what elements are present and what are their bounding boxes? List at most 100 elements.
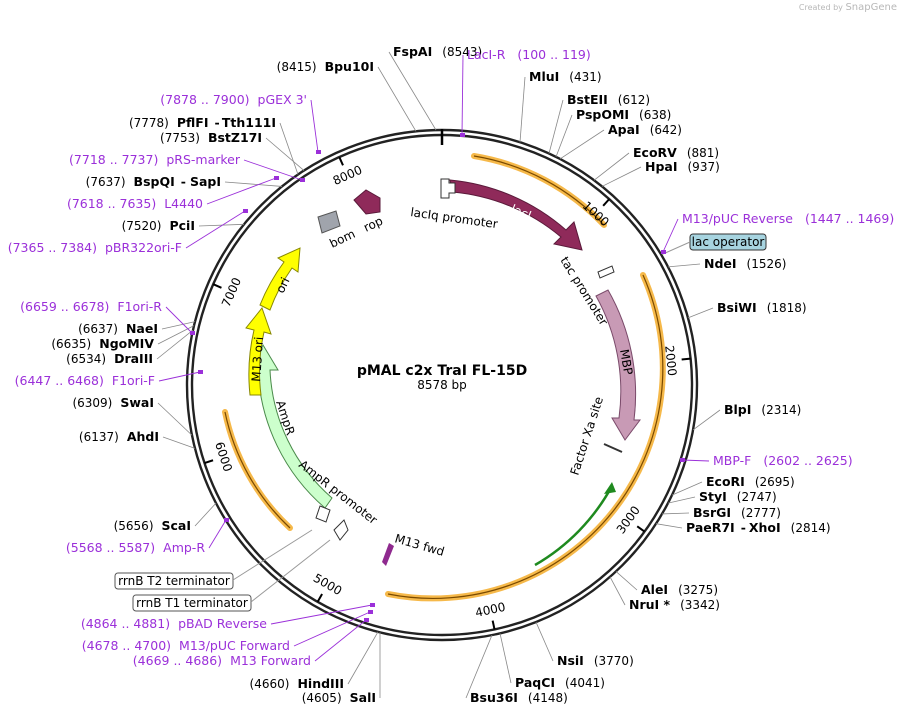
enzyme-site-label[interactable]: MluI(431)	[529, 69, 602, 84]
enzyme-site-label[interactable]: (6137)AhdI	[79, 429, 159, 444]
ampr-promoter-arrow[interactable]	[315, 505, 331, 523]
primer-leader-line	[158, 371, 201, 382]
enzyme-leader-line	[279, 122, 299, 175]
primer-name: L4440	[164, 196, 203, 211]
enzyme-site-label[interactable]: (8415)Bpu10I	[277, 59, 374, 74]
enzyme-site-label[interactable]: PspOMI(638)	[576, 107, 671, 122]
enzyme-name: BsiWI	[717, 300, 757, 315]
enzyme-site-label[interactable]: ApaI(642)	[608, 122, 682, 137]
enzyme-name: AhdI	[127, 429, 159, 444]
mbp-arrow[interactable]	[595, 289, 641, 441]
primer-label[interactable]: (7618 .. 7635)L4440	[67, 196, 203, 211]
primer-label[interactable]: M13/pUC Reverse(1447 .. 1469)	[682, 211, 894, 226]
ampr-promoter-arrow-2[interactable]	[333, 519, 349, 541]
primer-range: (7878 .. 7900)	[160, 92, 249, 107]
enzyme-separator: -	[741, 520, 746, 535]
plasmid-size: 8578 bp	[417, 378, 467, 392]
enzyme-site-label[interactable]: (7637)BspQI-SapI	[86, 174, 221, 189]
primer-label[interactable]: (6659 .. 6678)F1ori-R	[20, 299, 162, 314]
enzyme-position: (1818)	[767, 301, 807, 315]
leader-group	[156, 51, 721, 699]
factor-xa-site[interactable]	[603, 443, 623, 453]
m13-fwd-arrow[interactable]	[382, 543, 394, 566]
primer-label[interactable]: (7718 .. 7737)pRS-marker	[69, 152, 241, 167]
enzyme-leader-line	[157, 402, 193, 436]
enzyme-position: (7753)	[160, 131, 200, 145]
primer-name: F1ori-R	[117, 299, 162, 314]
primer-label[interactable]: LacI-R(100 .. 119)	[467, 47, 591, 62]
primer-label[interactable]: (7878 .. 7900)pGEX 3'	[160, 92, 307, 107]
lacI-arrow[interactable]	[449, 179, 583, 251]
enzyme-site-label[interactable]: (4660)HindIII	[250, 676, 344, 691]
primer-range: (4678 .. 4700)	[82, 638, 171, 653]
enzyme-name: BstZ17I	[208, 130, 262, 145]
enzyme-site-label[interactable]: BlpI(2314)	[724, 402, 801, 417]
enzyme-site-label[interactable]: EcoRI (2695)	[706, 474, 795, 489]
orf-mbp-line	[387, 274, 664, 599]
enzyme-site-label[interactable]: (6309)SwaI	[72, 395, 154, 410]
ori-arrow[interactable]	[259, 247, 301, 311]
enzyme-site-label[interactable]: PaqCI(4041)	[515, 675, 605, 690]
enzyme-site-label[interactable]: BsiWI (1818)	[717, 300, 807, 315]
enzyme-site-label[interactable]: BsrGI(2777)	[693, 505, 781, 520]
enzyme-site-label[interactable]: FspAI(8543)	[393, 44, 482, 59]
primer-label[interactable]: MBP-F(2602 .. 2625)	[713, 453, 853, 468]
enzyme-leader-line	[548, 99, 564, 154]
ampr-arrow[interactable]	[249, 343, 333, 509]
enzyme-name: AleI	[641, 582, 668, 597]
enzyme-name: NruI *	[629, 597, 671, 612]
enzyme-site-label[interactable]: (5656)ScaI	[114, 518, 191, 533]
enzyme-position: (642)	[650, 123, 682, 137]
primer-label[interactable]: (4669 .. 4686)M13 Forward	[133, 653, 311, 668]
m13-fwd-label: M13 fwd	[393, 531, 446, 558]
enzyme-site-label[interactable]: NsiI(3770)	[557, 653, 634, 668]
primer-name: M13/pUC Forward	[179, 638, 290, 653]
enzyme-name: BsrGI	[693, 505, 731, 520]
lacIq-promoter-arrow[interactable]	[440, 178, 456, 199]
enzyme-site-label[interactable]: (7520)PciI	[122, 218, 195, 233]
enzyme-position: (5656)	[114, 519, 154, 533]
enzyme-site-label[interactable]: (7778)PflFI-Tth111I	[129, 115, 276, 130]
enzyme-name: NaeI	[126, 321, 158, 336]
primer-name: Amp-R	[163, 540, 205, 555]
enzyme-position: (937)	[688, 160, 720, 174]
m13-ori-arrow[interactable]	[245, 306, 272, 396]
enzyme-leader-line	[162, 436, 196, 449]
enzyme-position: (2695)	[755, 475, 795, 489]
insert-arc	[534, 485, 614, 567]
enzyme-position: (3275)	[678, 583, 718, 597]
enzyme-site-label[interactable]: (7753) BstZ17I	[160, 130, 262, 145]
primer-leader-line	[310, 99, 319, 153]
primer-label[interactable]: (7365 .. 7384)pBR322ori-F	[8, 240, 182, 255]
enzyme-position: (1526)	[747, 257, 787, 271]
primer-label[interactable]: (4678 .. 4700) M13/pUC Forward	[82, 638, 290, 653]
rrnB-T1-box[interactable]	[132, 594, 252, 612]
enzyme-site-label[interactable]: NdeI(1526)	[704, 256, 786, 271]
tac-promoter-arrow[interactable]	[597, 265, 615, 279]
enzyme-site-label[interactable]: (6635)NgoMIV	[51, 336, 154, 351]
rop-arrow[interactable]	[353, 189, 381, 215]
primer-leader-line	[243, 159, 303, 181]
enzyme-site-label[interactable]: NruI *(3342)	[629, 597, 720, 612]
enzyme-site-label[interactable]: AleI (3275)	[641, 582, 718, 597]
bom-box[interactable]	[317, 210, 341, 234]
enzyme-site-label[interactable]: (4605)SalI	[302, 690, 376, 705]
primer-label[interactable]: (4864 .. 4881)pBAD Reverse	[81, 616, 267, 631]
enzyme-site-label[interactable]: BstEII(612)	[567, 92, 650, 107]
enzyme-site-label[interactable]: (6637)NaeI	[78, 321, 158, 336]
enzyme-site-label[interactable]: EcoRV(881)	[633, 145, 719, 160]
enzyme-site-label[interactable]: StyI(2747)	[699, 489, 777, 504]
enzyme-site-label[interactable]: PaeR7I-XhoI(2814)	[686, 520, 831, 535]
enzyme-position: (7778)	[129, 116, 169, 130]
scale-tick-label: 1000	[580, 199, 612, 230]
rrnB-T1-label: rrnB T1 terminator	[136, 596, 248, 610]
enzyme-leader-line	[198, 223, 245, 227]
primer-label[interactable]: (6447 .. 6468)F1ori-F	[15, 373, 155, 388]
enzyme-site-label[interactable]: HpaI(937)	[645, 159, 720, 174]
enzyme-name: EcoRI	[706, 474, 745, 489]
enzyme-site-label[interactable]: Bsu36I(4148)	[470, 690, 568, 705]
enzyme-site-label[interactable]: (6534)DraIII	[66, 351, 153, 366]
primer-label[interactable]: (5568 .. 5587)Amp-R	[66, 540, 205, 555]
rrnB-T2-box[interactable]	[114, 572, 234, 590]
enzyme-position: (881)	[687, 146, 719, 160]
